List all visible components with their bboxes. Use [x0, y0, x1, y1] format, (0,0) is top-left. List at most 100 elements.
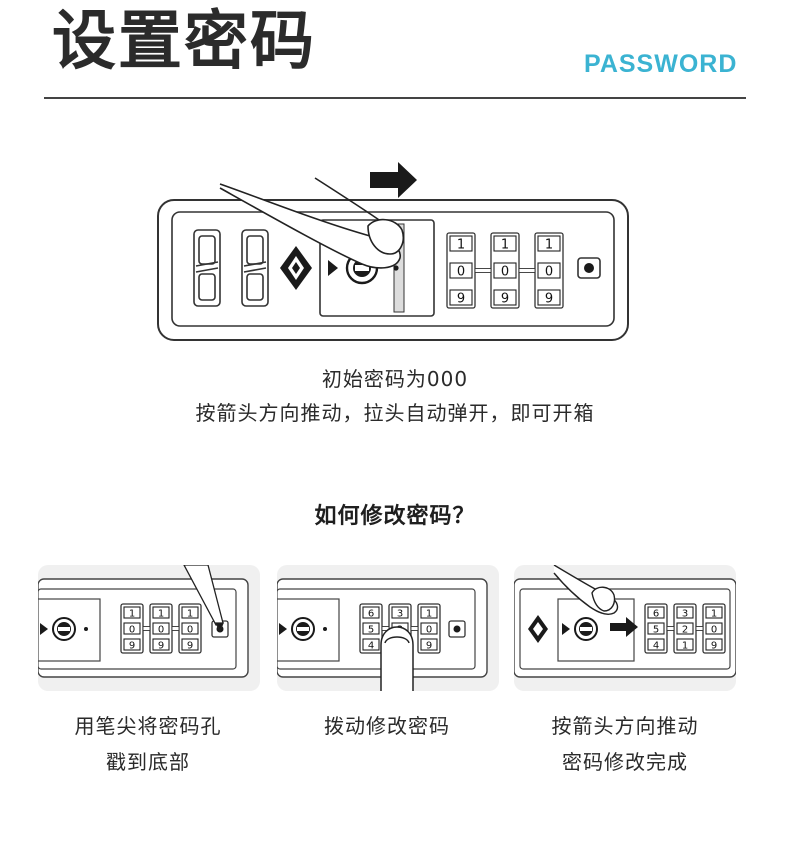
dial-digit: 0: [187, 624, 193, 635]
dial-digit-box: [362, 622, 380, 635]
dial-link: [474, 268, 492, 273]
dial-digit-box: [123, 622, 141, 635]
step-2-caption-line-1: 拨动修改密码: [324, 714, 450, 738]
dial-digit-box: [420, 638, 438, 651]
dial-digit: 1: [187, 608, 193, 619]
dial-digit: 9: [457, 291, 465, 306]
dial-digit: 3: [397, 608, 403, 619]
dial-digit: 0: [158, 624, 164, 635]
dial-digit-box: [181, 622, 199, 635]
intro-line-2: 按箭头方向推动，拉头自动弹开，即可开箱: [195, 401, 595, 425]
dial-digit: 0: [426, 624, 432, 635]
dial-digit: 1: [501, 237, 509, 252]
dial-digit-box: [537, 289, 561, 306]
dial-digit-box: [705, 606, 723, 619]
step-1-caption-line-1: 用笔尖将密码孔: [74, 714, 222, 738]
dial-link: [171, 626, 180, 631]
dial-digit-box: [362, 606, 380, 619]
dial-digit: 1: [457, 237, 465, 252]
dial-digit-box: [537, 262, 561, 279]
dial-digit-box: [647, 622, 665, 635]
step-3-illustration: 6 3 1 5 2 0 4 1 9: [514, 565, 736, 691]
dial-digit: 0: [711, 624, 717, 635]
dial-digit-box: [123, 606, 141, 619]
dial-digit: 1: [545, 237, 553, 252]
pen-tip-icon: [183, 565, 224, 633]
dial-link: [695, 626, 704, 631]
push-arrow-icon: [370, 162, 417, 198]
dial-digit: 2: [682, 624, 688, 635]
header-divider: [44, 97, 746, 99]
dial-digit-box: [493, 289, 517, 306]
dial-digit-box: [537, 235, 561, 252]
dial-digit-box: [449, 262, 473, 279]
dial-link: [666, 626, 675, 631]
step-3-caption: 按箭头方向推动 密码修改完成: [505, 708, 745, 780]
dial-digit-box: [676, 638, 694, 651]
push-arrow-icon: [610, 617, 638, 637]
dial-link: [142, 626, 151, 631]
dial-digit-box: [705, 622, 723, 635]
section-question: 如何修改密码？: [314, 504, 476, 529]
direction-arrow-icon: [328, 260, 338, 276]
step-1-caption: 用笔尖将密码孔 戳到底部: [28, 708, 268, 780]
dial-digit: 1: [711, 608, 717, 619]
finger-icon: [553, 565, 619, 616]
dial-digit-box: [123, 638, 141, 651]
step-3-caption-line-1: 按箭头方向推动: [551, 714, 699, 738]
dial-digit-box: [705, 638, 723, 651]
dial-digit: 4: [368, 640, 374, 651]
dial-digit-box: [152, 606, 170, 619]
dial-digit: 1: [158, 608, 164, 619]
dial-digit-box: [420, 606, 438, 619]
finger-icon: [380, 626, 414, 691]
dial-digit-box: [391, 606, 409, 619]
dial-digit-box: [362, 638, 380, 651]
dial-digit: 5: [368, 624, 374, 635]
dial-link: [518, 268, 536, 273]
dial-digit: 1: [129, 608, 135, 619]
dial-digit: 0: [129, 624, 135, 635]
page-subtitle: PASSWORD: [584, 50, 738, 78]
dial-digit: 9: [129, 640, 135, 651]
dial-digit: 6: [653, 608, 659, 619]
dial-digit: 3: [682, 608, 688, 619]
dial-digit-box: [493, 235, 517, 252]
zipper-slot-left: [193, 229, 221, 307]
zipper-slot-right: [241, 229, 269, 307]
step-2-caption: 拨动修改密码: [272, 708, 502, 744]
step-1-caption-line-2: 戳到底部: [106, 750, 190, 774]
diamond-logo-icon: [528, 615, 548, 643]
dial-digit: 9: [501, 291, 509, 306]
dial-digit-box: [181, 606, 199, 619]
diamond-logo-icon: [280, 246, 312, 290]
intro-line-1: 初始密码为000: [321, 367, 469, 391]
step-3-caption-line-2: 密码修改完成: [562, 750, 688, 774]
dial-digit-box: [152, 638, 170, 651]
dial-digit: 9: [711, 640, 717, 651]
dial-digit-box: [181, 638, 199, 651]
dial-link: [410, 626, 419, 631]
dial-digit: 1: [682, 640, 688, 651]
dial-digit-box: [152, 622, 170, 635]
dial-digit-box: [449, 235, 473, 252]
page-title: 设置密码: [52, 5, 316, 79]
dial-digit-box: [493, 262, 517, 279]
dial-digit-box: [676, 606, 694, 619]
dial-digit-box: [647, 638, 665, 651]
dial-digit: 4: [653, 640, 659, 651]
dial-digit-box: [449, 289, 473, 306]
dial-digit: 1: [426, 608, 432, 619]
dial-digit-box: [420, 622, 438, 635]
dial-digit: 0: [545, 264, 553, 279]
dial-digit: 0: [501, 264, 509, 279]
dial-digit: 9: [187, 640, 193, 651]
dial-digit: 5: [653, 624, 659, 635]
dial-digit: 0: [457, 264, 465, 279]
